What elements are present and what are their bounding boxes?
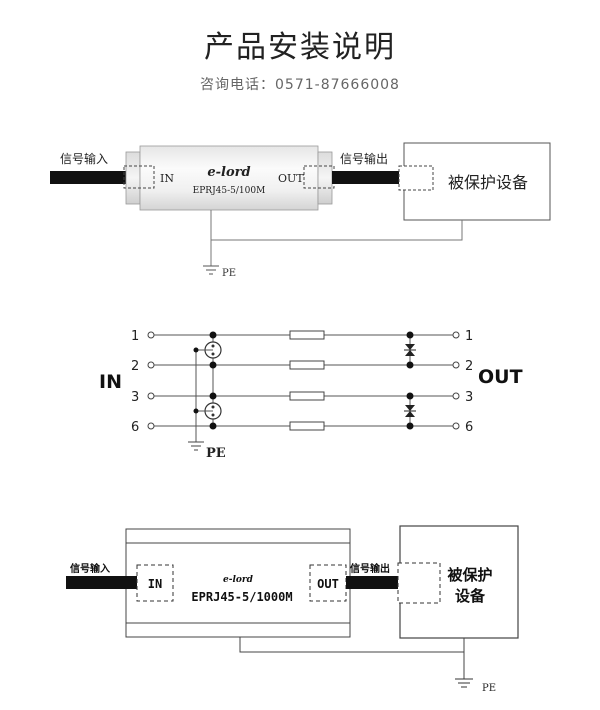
input-cable: [50, 171, 130, 184]
diagram-2: IN OUT 1 2 3 6 1 2 3 6: [99, 329, 523, 461]
ground-symbol-3: [455, 678, 473, 688]
signal-in-label-3: 信号输入: [70, 562, 110, 575]
rj45-port-in: [123, 165, 155, 189]
brand-label-3: e-lord: [223, 575, 254, 585]
in-label: IN: [99, 371, 122, 393]
pin-right-6: 6: [465, 420, 473, 435]
pin-left-3: 3: [131, 390, 139, 405]
resistors: [289, 330, 325, 431]
pe-label-3: PE: [482, 683, 496, 694]
pin-left-1: 1: [131, 329, 139, 344]
junction-dots: [193, 331, 414, 430]
out-label: OUT: [478, 366, 523, 388]
tvs-diodes: [404, 335, 416, 426]
ground-wire-3: [239, 637, 465, 679]
diagram-1: 信号输入 IN OUT e-lord EPRJ45-5/100M 信号输出 被保…: [50, 142, 551, 279]
protector-body: IN OUT e-lord EPRJ45-5/100M: [123, 145, 335, 211]
input-cable-3: [66, 576, 140, 589]
device-label: 被保护设备: [448, 173, 528, 192]
ground-symbol-2: [188, 441, 204, 451]
diagram-3: 信号输入 IN OUT e-lord EPRJ45-5/1000M 信号输出 被…: [66, 525, 519, 694]
terminals: [147, 331, 460, 430]
page-title: 产品安装说明: [204, 30, 396, 65]
output-cable: [332, 171, 402, 184]
device-label-line1: 被保护: [447, 566, 492, 584]
signal-out-label-3: 信号输出: [350, 562, 390, 575]
port-out-box: [309, 564, 347, 602]
device-label-line2: 设备: [455, 587, 486, 605]
output-cable-3: [346, 576, 402, 589]
signal-out-label: 信号输出: [340, 151, 388, 166]
pin-right-1: 1: [465, 329, 473, 344]
device-port: [398, 165, 434, 191]
port-in-box: [136, 564, 174, 602]
port-in-label: IN: [160, 172, 174, 185]
signal-in-label: 信号输入: [60, 151, 108, 166]
gas-discharge-tubes: [195, 335, 222, 442]
model-label: EPRJ45-5/100M: [193, 186, 266, 196]
pin-right-2: 2: [465, 359, 473, 374]
signal-lines: [154, 334, 453, 427]
port-out-label-3: OUT: [317, 577, 339, 591]
pe-label: PE: [222, 268, 236, 279]
pe-label-2: PE: [206, 446, 226, 461]
pin-left-2: 2: [131, 359, 139, 374]
pin-right-3: 3: [465, 390, 473, 405]
port-out-label: OUT: [278, 172, 304, 185]
device-port-3: [397, 562, 441, 604]
brand-label: e-lord: [207, 165, 250, 180]
contact-phone: 咨询电话：0571-87666008: [200, 77, 400, 93]
model-label-3: EPRJ45-5/1000M: [191, 590, 292, 604]
port-in-label-3: IN: [148, 577, 162, 591]
ground-symbol: [203, 265, 219, 275]
ground-wire: [210, 210, 463, 266]
pin-left-6: 6: [131, 420, 139, 435]
